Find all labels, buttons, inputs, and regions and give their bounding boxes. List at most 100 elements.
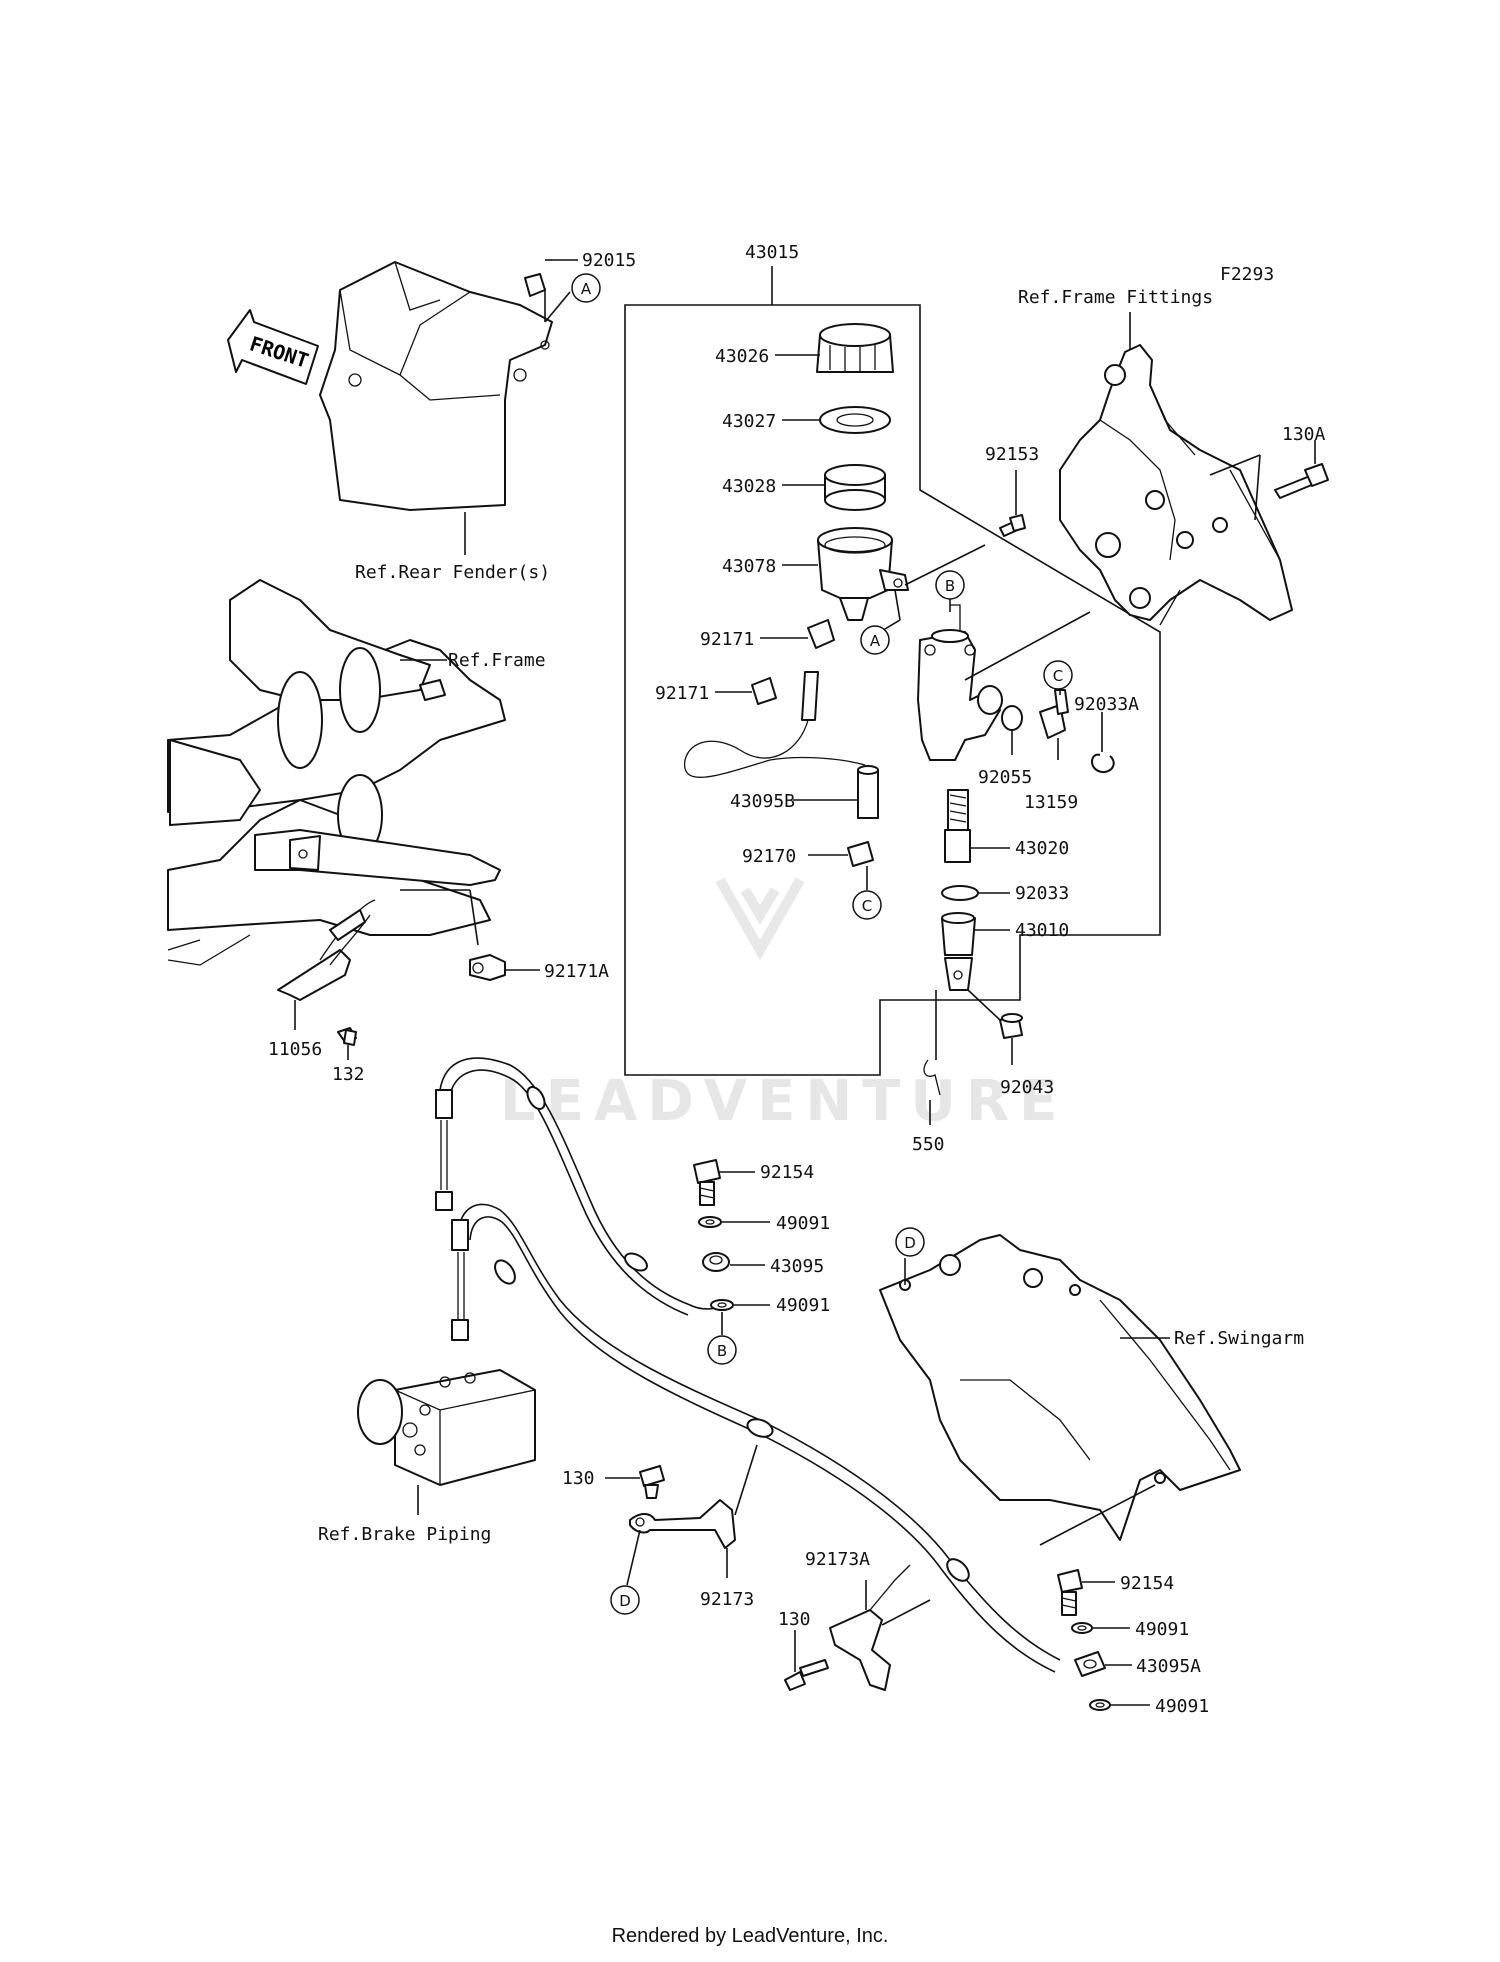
label-92171-lower: 92171 [655,683,709,704]
label-92153: 92153 [985,444,1039,465]
label-92033A: 92033A [1074,694,1139,715]
label-92043: 92043 [1000,1077,1054,1098]
label-130-a: 130 [562,1468,595,1489]
circlip-92033 [941,885,979,901]
frame-fittings-illustration [1059,344,1293,626]
label-43078: 43078 [722,556,776,577]
washer-49091-c [1071,1622,1093,1634]
reservoir-cap-43026 [816,323,894,373]
callout-a-text: A [581,280,592,298]
label-49091-c: 49091 [1135,1619,1189,1640]
bracket-92173A [829,1564,911,1691]
label-550: 550 [912,1134,945,1155]
callout-c2-text: C [862,897,872,915]
clamp-92171-lower [751,677,777,705]
ref-brake-piping: Ref.Brake Piping [318,1524,491,1545]
label-43095: 43095 [770,1256,824,1277]
callout-a-rear-fender [571,273,601,303]
callout-d1-text: D [619,1592,631,1610]
clip-92015 [524,273,546,297]
clamp-92171A [469,954,506,981]
bolt-132 [337,1027,357,1046]
label-43095A: 43095A [1136,1656,1201,1677]
ref-rear-fender: Ref.Rear Fender(s) [355,562,550,583]
callout-c1-text: C [1053,667,1063,685]
label-92170: 92170 [742,846,796,867]
pin-92043 [999,1013,1023,1039]
bolt-130-b [784,1659,829,1691]
label-92015: 92015 [582,250,636,271]
bracket-11056 [277,899,376,1001]
label-11056: 11056 [268,1039,322,1060]
callout-c-hose [852,890,882,920]
fitting-13159 [1039,689,1069,739]
banjo-43095A [1074,1651,1106,1677]
callout-d-swingarm [895,1227,925,1257]
label-92154-upper: 92154 [760,1162,814,1183]
circlip-92033A [1091,753,1115,774]
callout-d2-text: D [904,1234,916,1252]
diagram-code: F2293 [1220,264,1274,285]
washer-49091-a [698,1216,722,1228]
banjo-43095 [702,1252,730,1272]
o-ring-92055 [1001,705,1023,731]
piston-43020 [944,789,971,863]
bolt-130-a [639,1465,665,1499]
label-49091-d: 49091 [1155,1696,1209,1717]
label-92171A: 92171A [544,961,609,982]
label-49091-a: 49091 [776,1213,830,1234]
swingarm-illustration [879,1234,1241,1541]
label-43095B: 43095B [730,791,795,812]
label-43015: 43015 [745,242,799,263]
label-43020: 43020 [1015,838,1069,859]
brake-hose-upper [435,1057,726,1316]
label-92173: 92173 [700,1589,754,1610]
front-arrow-icon: FRONT [227,309,319,385]
bolt-130A [1274,463,1329,499]
washer-49091-b [710,1299,734,1311]
abs-unit [357,1369,536,1486]
label-49091-b: 49091 [776,1295,830,1316]
reservoir-hose [684,671,879,819]
pushrod-43010 [941,912,976,991]
label-92055: 92055 [978,767,1032,788]
banjo-bolt-92154-lower [1057,1569,1083,1616]
callout-d-clamp [610,1585,640,1615]
label-130-b: 130 [778,1609,811,1630]
label-43026: 43026 [715,346,769,367]
brake-hose-lower [451,1203,1061,1673]
clamp-92170 [847,841,874,867]
label-92173A: 92173A [805,1549,870,1570]
ref-swingarm: Ref.Swingarm [1174,1328,1304,1349]
watermark-text: LEADVENTURE [500,1069,1067,1134]
frame-illustration [167,579,506,966]
label-92154-lower: 92154 [1120,1573,1174,1594]
callout-b1-text: B [945,577,955,595]
assembly-box-43015 [624,304,1161,1076]
label-92171-upper: 92171 [700,629,754,650]
washer-49091-d [1089,1699,1111,1711]
callout-c-fitting [1043,660,1073,690]
callout-a2-text: A [870,632,881,650]
callout-b-master [935,570,965,600]
label-92033: 92033 [1015,883,1069,904]
diaphragm-43028 [824,464,886,511]
footer-credit: Rendered by LeadVenture, Inc. [611,1925,889,1947]
callout-b2-text: B [717,1342,727,1360]
watermark: LEADVENTURE [500,877,1067,1134]
plate-43027 [819,406,891,434]
label-130A: 130A [1282,424,1326,445]
label-132: 132 [332,1064,365,1085]
callout-b-banjo [707,1335,737,1365]
label-43028: 43028 [722,476,776,497]
label-43027: 43027 [722,411,776,432]
clamp-92173 [629,1499,736,1549]
reservoir-43078 [817,527,909,621]
ref-frame: Ref.Frame [448,650,546,671]
callout-a-reservoir [860,625,890,655]
rear-fender-illustration [319,261,553,511]
banjo-bolt-92154-upper [693,1159,721,1206]
label-13159: 13159 [1024,792,1078,813]
master-cylinder-body [917,604,1003,761]
